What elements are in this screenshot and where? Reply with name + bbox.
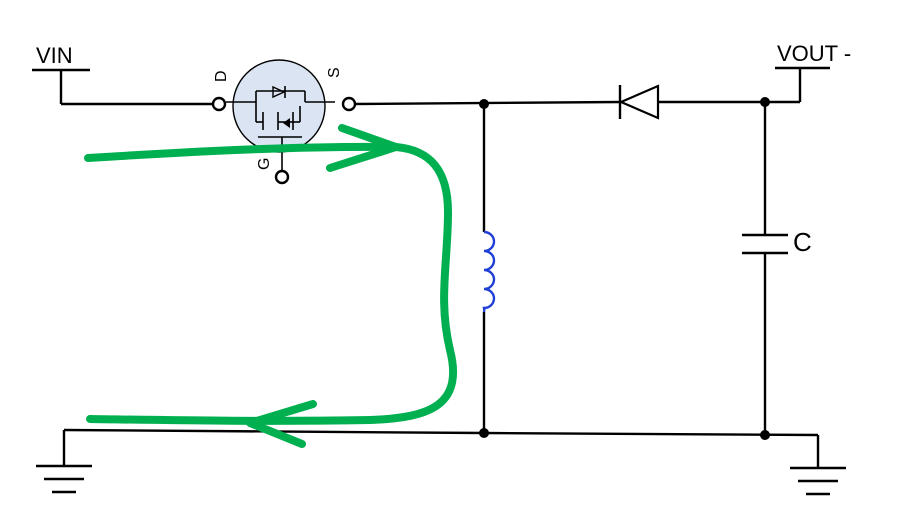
arrowhead-top [326,124,400,172]
drain-label: D [213,70,230,82]
gate-terminal [274,169,290,185]
junction-dot [479,99,489,109]
vin-terminal: VIN [32,43,213,106]
source-terminal [341,96,357,112]
capacitor-label: C [793,227,812,257]
vout-terminal: VOUT - [775,41,851,102]
mosfet: D S G [211,59,357,185]
junction-dot [479,428,489,438]
current-loop [84,142,458,425]
junction-dot [760,430,770,440]
inductor-branch [482,104,496,433]
drain-terminal [211,96,227,112]
diode [618,84,660,120]
junction-dot [760,97,770,107]
source-label: S [326,67,343,78]
ground-rail [62,428,820,468]
gate-label: G [256,158,273,170]
arrowhead-bottom [246,400,317,448]
inductor [482,230,496,313]
mosfet-body [232,59,326,153]
current-path [84,124,458,448]
capacitor-branch: C [742,102,812,435]
vout-label: VOUT - [777,41,851,66]
ground-symbol-right [790,466,846,496]
ground-symbol-left [36,464,92,494]
vin-label: VIN [36,43,73,68]
